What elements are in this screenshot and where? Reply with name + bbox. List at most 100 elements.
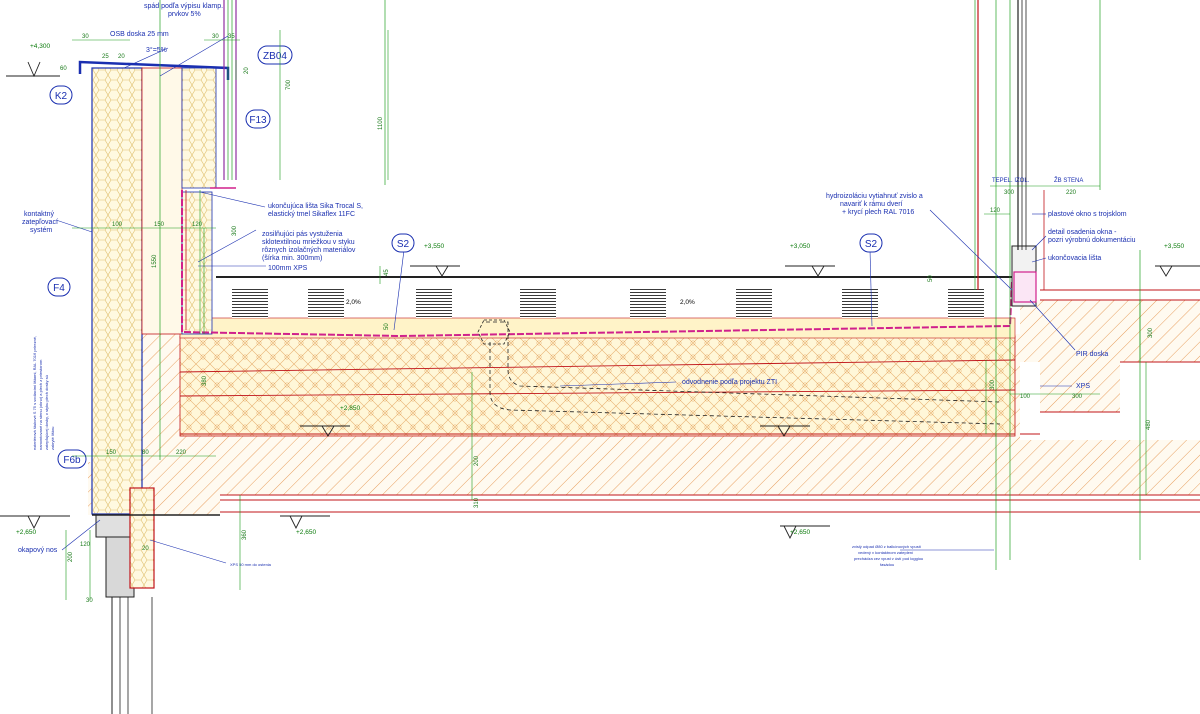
svg-text:480: 480: [1146, 419, 1152, 430]
note-top-slope-1: spád podľa výpisu klamp.: [144, 3, 223, 10]
tag-f4: F4: [47, 277, 71, 297]
svg-text:200: 200: [68, 551, 74, 562]
svg-text:vedený v kontaktnom zateplení: vedený v kontaktnom zateplení: [858, 550, 914, 555]
svg-text:200: 200: [474, 455, 480, 466]
svg-text:50: 50: [928, 275, 934, 282]
svg-text:20: 20: [244, 67, 250, 74]
svg-text:300: 300: [232, 225, 238, 236]
note-xps100: 100mm XPS: [268, 265, 308, 272]
note-plaster: exteriérová štukové S 75 s vodiacimi liš…: [32, 336, 55, 450]
level-2650-left: +2,650: [16, 529, 36, 536]
svg-text:700: 700: [286, 79, 292, 90]
svg-text:zatepľujúcej dosky, v styku pl: zatepľujúcej dosky, v styku plech dosky …: [44, 375, 49, 450]
note-xps50: XPS 50 mm do ostenia: [230, 562, 272, 567]
tag-f13: F13: [245, 109, 271, 129]
note-detail-2: pozri výrobnú dokumentáciu: [1048, 237, 1136, 244]
svg-text:150: 150: [106, 450, 117, 456]
tag-s2-left: S2: [391, 233, 415, 253]
svg-text:exteriérová štukové S 75 s vod: exteriérová štukové S 75 s vodiacimi liš…: [32, 336, 37, 450]
note-trocal-1: ukončujúca lišta Sika Trocal S,: [268, 203, 363, 210]
svg-text:30: 30: [212, 34, 219, 40]
svg-text:F6b: F6b: [63, 455, 81, 466]
note-osb: OSB doska 25 mm: [110, 31, 169, 38]
svg-text:F13: F13: [249, 115, 267, 126]
note-drainage: odvodnenie podľa projektu ZTI: [682, 379, 777, 386]
level-3050: +3,050: [790, 243, 810, 250]
svg-text:1550: 1550: [152, 254, 158, 268]
note-hydro-1: hydroizoláciu vytiahnuť zvislo a: [826, 193, 923, 200]
tag-f6b: F6b: [57, 449, 87, 469]
dimension-texts: 30 25 20 60 30 35 700 1100 100 150 120 3…: [60, 34, 1154, 604]
note-etics-3: systém: [30, 227, 52, 234]
svg-text:80: 80: [142, 450, 149, 456]
svg-text:120: 120: [192, 222, 203, 228]
pedestals: [232, 288, 984, 318]
svg-text:50: 50: [384, 323, 390, 330]
tag-zb04: ZB04: [257, 45, 293, 65]
level-markers: [0, 61, 1200, 540]
slope-left: 2,0%: [346, 299, 361, 306]
note-end-strip: ukončovacia lišta: [1048, 255, 1101, 262]
svg-text:120: 120: [80, 542, 91, 548]
note-hydro-2: navariť k rámu dverí: [840, 201, 903, 208]
dimension-lines: [65, 30, 1147, 600]
header-tepel-izol: TEPEL. IZOL.: [992, 178, 1030, 184]
note-reinforce-3: rôznych izolačných materiálov: [262, 247, 356, 254]
svg-text:60: 60: [60, 66, 67, 72]
left-window: [92, 487, 220, 714]
note-detail-1: detail osadenia okna -: [1048, 229, 1117, 236]
wall-etics: [91, 67, 143, 515]
note-top-slope-2: prvkov 5%: [168, 11, 201, 18]
svg-text:S2: S2: [865, 239, 878, 250]
parapet-xps: [181, 191, 213, 335]
svg-text:300: 300: [990, 379, 996, 390]
wall-core: [141, 67, 183, 335]
note-pir: PIR doska: [1076, 351, 1108, 358]
svg-text:fasádou: fasádou: [880, 562, 894, 567]
terrace-insulation: [179, 335, 1016, 437]
note-etics-2: zatepľovací: [22, 219, 58, 226]
svg-text:300: 300: [1072, 394, 1083, 400]
svg-text:150: 150: [154, 222, 165, 228]
svg-text:zakryté lištou: zakryté lištou: [50, 427, 55, 450]
svg-text:20: 20: [118, 54, 125, 60]
note-reinforce-4: (šírka min. 300mm): [262, 255, 322, 262]
svg-text:120: 120: [990, 208, 1001, 214]
svg-text:300: 300: [1148, 327, 1154, 338]
svg-text:100: 100: [112, 222, 123, 228]
note-etics-1: kontaktný: [24, 211, 54, 218]
svg-text:380: 380: [202, 375, 208, 386]
parapet-insulation: [181, 67, 217, 189]
window-frame: [1011, 0, 1037, 307]
level-3550-right: +3,550: [1164, 243, 1184, 250]
svg-text:prechádza cez vpust v ústí pod: prechádza cez vpust v ústí pod loggiou: [854, 556, 923, 561]
slope-right: 2,0%: [680, 299, 695, 306]
note-bottom: zvislý odpad Ø80 z balkónových vpustí ve…: [852, 544, 923, 567]
header-zb-stena: ŽB STENA: [1054, 176, 1083, 184]
svg-text:220: 220: [1066, 190, 1077, 196]
svg-text:F4: F4: [53, 283, 65, 294]
svg-text:K2: K2: [55, 91, 68, 102]
svg-text:310: 310: [474, 497, 480, 508]
note-trocal-2: elastický tmel Sikaflex 11FC: [268, 211, 355, 218]
svg-text:S2: S2: [397, 239, 410, 250]
svg-text:ZB04: ZB04: [263, 51, 287, 62]
svg-text:20: 20: [142, 546, 149, 552]
svg-text:namontované na stenu (okno) a: namontované na stenu (okno) a plech z pr…: [38, 359, 43, 450]
note-drip: okapový nos: [18, 547, 58, 554]
svg-text:1100: 1100: [378, 116, 384, 130]
tag-k2: K2: [49, 85, 73, 105]
note-hydro-3: + krycí plech RAL 7016: [842, 209, 914, 216]
svg-text:100: 100: [1020, 394, 1031, 400]
layer-lines: [179, 289, 1200, 513]
level-2650-right: +2,650: [790, 529, 810, 536]
svg-text:30: 30: [86, 598, 93, 604]
note-window: plastové okno s trojsklom: [1048, 211, 1127, 218]
note-xps: XPS: [1076, 383, 1090, 390]
svg-text:45: 45: [384, 269, 390, 276]
level-4300: +4,300: [30, 43, 50, 50]
drain-pipe: [486, 321, 1001, 425]
svg-text:35: 35: [228, 34, 235, 40]
drain-outlet: [477, 319, 511, 345]
